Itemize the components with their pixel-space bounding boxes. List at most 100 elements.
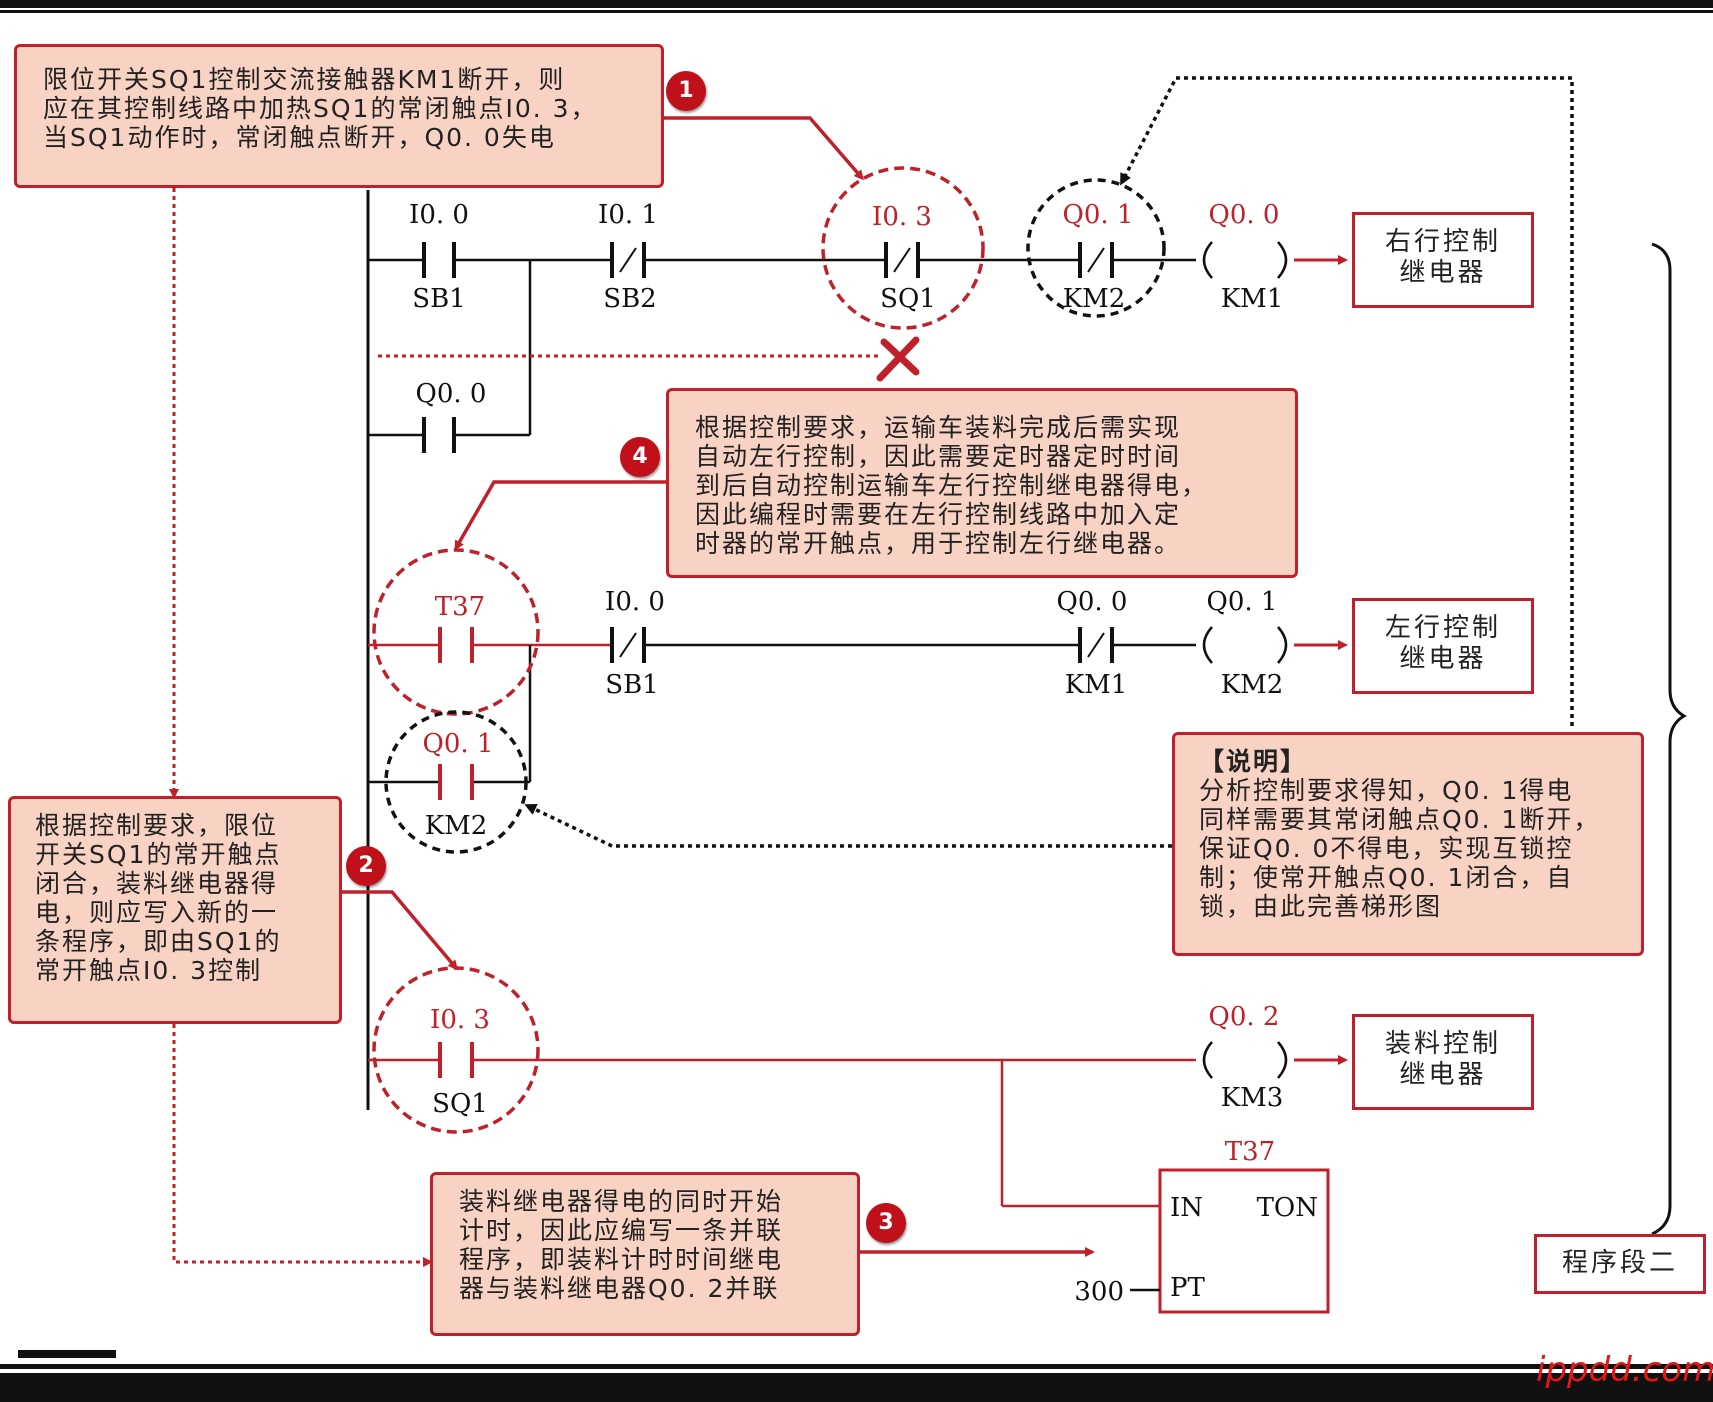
note-4: 根据控制要求，运输车装料完成后需实现 自动左行控制，因此需要定时器定时时间 到后… [666,388,1298,578]
contact-i03-sq1-no [438,1042,474,1078]
label-q00-seal: Q0. 0 [416,379,487,409]
note-4-line: 根据控制要求，运输车装料完成后需实现 [695,413,1182,442]
arrow-2 [342,890,458,971]
relay-load-line: 装料控制 [1384,1029,1501,1059]
contact-q01-seal [438,764,474,800]
contact-q01-km2-nc [1078,242,1114,278]
arrow-4 [454,480,666,551]
label-coil-q01: Q0. 1 [1207,587,1278,617]
note-2: 根据控制要求，限位 开关SQ1的常开触点 闭合，装料继电器得 电，则应写入新的一… [8,796,342,1024]
note-1: 限位开关SQ1控制交流接触器KM1断开，则 应在其控制线路中加热SQ1的常闭触点… [14,44,664,188]
highlight-circle-q01-seal [384,710,528,854]
contact-i01-sb2-nc [610,242,646,278]
explain-line: 制；使常开触点Q0. 1闭合，自 [1199,863,1574,892]
note-2-line: 闭合，装料继电器得 [35,869,279,898]
timer-block [1158,1168,1330,1314]
explain-line: 同样需要其常闭触点Q0. 1断开， [1199,805,1601,834]
x-mark [876,336,920,382]
label-sb1: SB1 [412,284,465,314]
label-q01-seal: Q0. 1 [423,729,494,759]
note-4-line: 到后自动控制运输车左行控制继电器得电， [695,471,1209,500]
relay-right-box: 右行控制 继电器 [1352,212,1534,308]
note-2-line: 电，则应写入新的一 [35,898,279,927]
timer-type: TON [1257,1193,1318,1223]
note-1-line: 当SQ1动作时，常闭触点断开，Q0. 0失电 [43,123,556,152]
note-3: 装料继电器得电的同时开始 计时，因此应编写一条并联 程序，即装料计时时间继电 器… [430,1172,860,1336]
badge-1: 1 [666,71,706,111]
coil-q02-km3 [1202,1041,1288,1079]
note-4-line: 因此编程时需要在左行控制线路中加入定 [695,500,1182,529]
label-sb1-r3: SB1 [605,670,658,700]
timer-name: T37 [1225,1137,1275,1167]
coil-q01-km2 [1202,626,1288,664]
label-i00: I0. 0 [409,200,469,230]
label-sq1: SQ1 [880,284,936,314]
label-km3: KM3 [1221,1083,1284,1113]
segment-brace [1651,242,1688,1236]
label-km2: KM2 [1063,284,1126,314]
label-km2-r3: KM2 [1221,670,1284,700]
label-km1-r3: KM1 [1065,670,1128,700]
label-sb2: SB2 [603,284,656,314]
segment-label: 程序段二 [1534,1234,1706,1294]
label-t37: T37 [435,592,485,622]
note-3-line: 器与装料继电器Q0. 2并联 [459,1274,780,1303]
rung-1 [368,258,1196,437]
relay-load-line: 继电器 [1399,1060,1487,1090]
highlight-circle-i03 [821,166,985,330]
badge-3: 3 [866,1203,906,1243]
relay-right-line: 右行控制 [1384,227,1501,257]
note-2-line: 根据控制要求，限位 [35,811,279,840]
label-coil-q02: Q0. 2 [1209,1002,1280,1032]
label-i00-r3: I0. 0 [605,587,665,617]
label-i03: I0. 3 [872,202,932,232]
contact-i03-sq1-nc [884,242,920,278]
badge-2: 2 [346,846,386,886]
timer-in: IN [1170,1193,1203,1223]
rung-5 [368,1058,1196,1208]
watermark: ippdd.com [1536,1350,1713,1390]
contact-t37 [438,627,474,663]
contact-q00-km1-nc [1078,627,1114,663]
badge-4: 4 [620,437,660,477]
note-3-line: 程序，即装料计时时间继电 [459,1245,784,1274]
note-1-line: 应在其控制线路中加热SQ1的常闭触点I0. 3， [43,94,598,123]
arrow-1 [662,116,864,181]
dotted-connector-2 [172,1024,433,1267]
contact-i00-sb1 [422,242,456,278]
relay-left-line: 左行控制 [1384,613,1501,643]
relay-left-box: 左行控制 继电器 [1352,598,1534,694]
dotted-connector-explain-left [524,804,1172,848]
note-2-line: 常开触点I0. 3控制 [35,956,263,985]
relay-load-box: 装料控制 继电器 [1352,1014,1534,1110]
coil-q00-km1 [1202,241,1288,279]
bottom-frame-bar [0,1364,1713,1369]
explain-note: 【说明】 分析控制要求得知，Q0. 1得电 同样需要其常闭触点Q0. 1断开， … [1172,732,1644,956]
label-km2-seal: KM2 [425,811,488,841]
dotted-connector-explain-top [1120,76,1574,726]
note-3-line: 计时，因此应编写一条并联 [459,1216,784,1245]
note-2-line: 条程序，即由SQ1的 [35,927,282,956]
highlight-circle-q01 [1026,178,1166,318]
label-q00-r3: Q0. 0 [1057,587,1128,617]
contact-i00-sb1-nc [610,627,646,663]
note-1-line: 限位开关SQ1控制交流接触器KM1断开，则 [43,65,566,94]
explain-line: 锁，由此完善梯形图 [1199,892,1443,921]
note-4-line: 时器的常开触点，用于控制左行继电器。 [695,529,1182,558]
relay-left-line: 继电器 [1399,644,1487,674]
explain-line: 保证Q0. 0不得电，实现互锁控 [1199,834,1574,863]
label-coil-q00: Q0. 0 [1209,200,1280,230]
highlight-circle-t37 [372,548,540,716]
explain-line: 分析控制要求得知，Q0. 1得电 [1199,776,1574,805]
timer-pt: PT [1170,1273,1205,1303]
note-2-line: 开关SQ1的常开触点 [35,840,282,869]
explain-title: 【说明】 [1199,747,1308,776]
label-q01: Q0. 1 [1063,200,1134,230]
label-sq1-no: SQ1 [432,1089,488,1119]
label-i01: I0. 1 [598,200,658,230]
rung-3 [368,643,1196,784]
contact-q00-seal [422,417,456,453]
label-i03-no: I0. 3 [430,1005,490,1035]
relay-right-line: 继电器 [1399,258,1487,288]
